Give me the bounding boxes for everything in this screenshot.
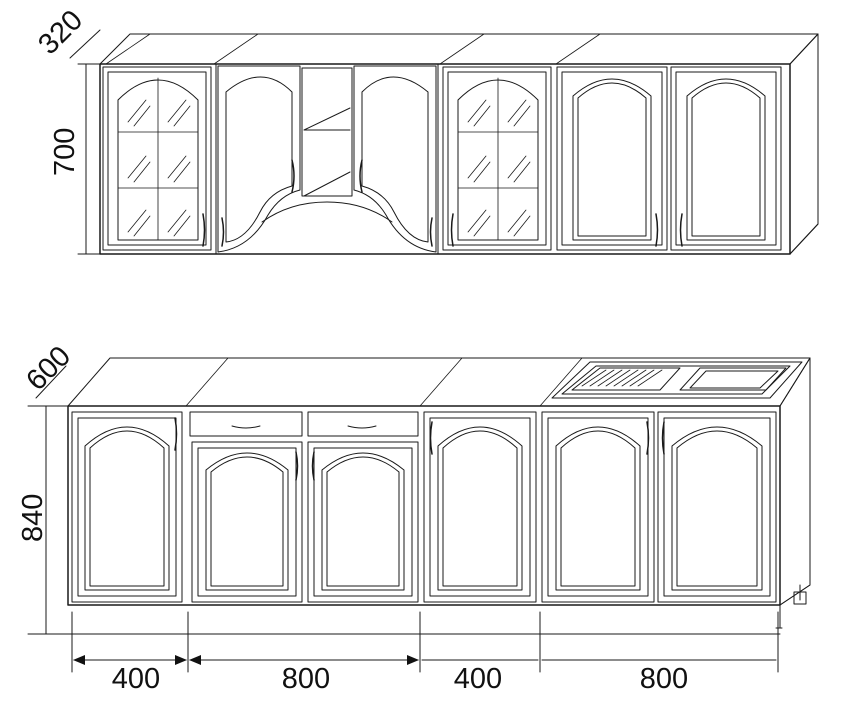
upper-height-label: 700 xyxy=(49,128,81,176)
base-door-3 xyxy=(423,411,537,603)
lower-height-label: 840 xyxy=(17,494,49,542)
width-label-4: 800 xyxy=(640,663,688,695)
upper-cabinets xyxy=(69,29,819,255)
lower-depth-label: 600 xyxy=(20,340,77,397)
sink-door-left xyxy=(541,411,655,603)
upper-glass-door-left xyxy=(102,66,212,251)
upper-glass-door-right xyxy=(442,66,552,251)
sink xyxy=(551,361,803,399)
upper-solid-door-2 xyxy=(670,66,782,251)
base-door-1 xyxy=(71,411,183,603)
width-label-3: 400 xyxy=(454,663,502,695)
width-label-2: 800 xyxy=(282,663,330,695)
width-label-1: 400 xyxy=(112,663,160,695)
upper-solid-door-1 xyxy=(556,66,668,251)
upper-depth-label: 320 xyxy=(32,4,89,61)
base-door-pair xyxy=(189,411,419,603)
sink-door-right xyxy=(657,411,777,603)
upper-curved-door-pair xyxy=(215,63,439,255)
lower-cabinets xyxy=(27,357,811,673)
